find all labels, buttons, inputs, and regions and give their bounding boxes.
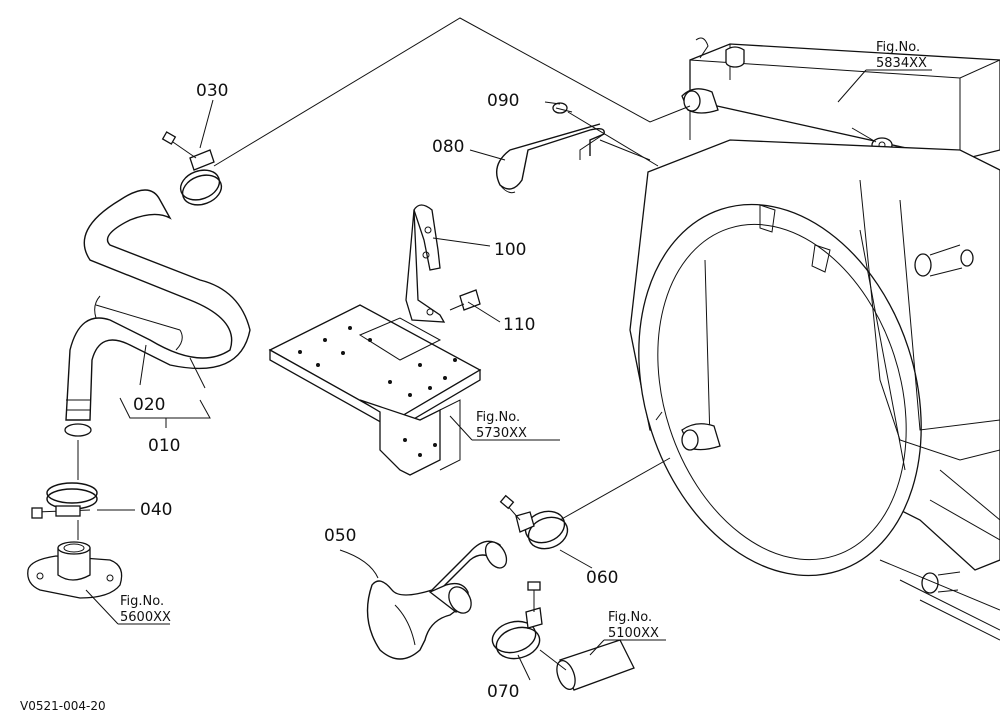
label-040: 040: [140, 500, 172, 520]
fig-ref-number-5600: 5600XX: [120, 610, 171, 625]
clamp-070: [491, 581, 543, 660]
fig-ref-title-5834: Fig.No.: [876, 40, 920, 55]
label-100: 100: [494, 240, 526, 260]
bolt-090: [552, 102, 573, 114]
clamp-030: [161, 131, 223, 206]
mounting-plate: [268, 304, 482, 476]
label-010: 010: [148, 436, 180, 456]
fig-ref-title-5100: Fig.No.: [608, 610, 652, 625]
label-090: 090: [487, 91, 519, 111]
label-030: 030: [196, 81, 228, 101]
fig-ref-number-5100: 5100XX: [608, 626, 659, 641]
rod-080: [496, 123, 605, 194]
label-020: 020: [133, 395, 165, 415]
clamp-060: [499, 494, 569, 550]
radiator-assembly: [629, 37, 1000, 641]
fig-ref-number-5730: 5730XX: [476, 426, 527, 441]
fig-ref-number-5834: 5834XX: [876, 56, 927, 71]
bracket-100: [405, 204, 446, 323]
bolt-110: [449, 289, 481, 311]
label-060: 060: [586, 568, 618, 588]
label-070: 070: [487, 682, 519, 702]
lower-hose-050: [366, 540, 508, 660]
leader-lines: [77, 17, 932, 681]
fig-ref-title-5600: Fig.No.: [120, 594, 164, 609]
drawing-code: V0521-004-20: [20, 699, 106, 713]
part-labels: 030 090 080 100 110 020 010 040 050 060 …: [133, 81, 618, 702]
thermostat-housing: [27, 541, 123, 599]
pipe-5100: [556, 639, 635, 691]
label-050: 050: [324, 526, 356, 546]
figure-references: Fig.No. 5834XX Fig.No. 5730XX Fig.No. 56…: [120, 40, 927, 641]
label-110: 110: [503, 315, 535, 335]
fig-ref-title-5730: Fig.No.: [476, 410, 520, 425]
clamp-040: [31, 482, 98, 519]
label-080: 080: [432, 137, 464, 157]
upper-hose-020: [64, 189, 251, 437]
